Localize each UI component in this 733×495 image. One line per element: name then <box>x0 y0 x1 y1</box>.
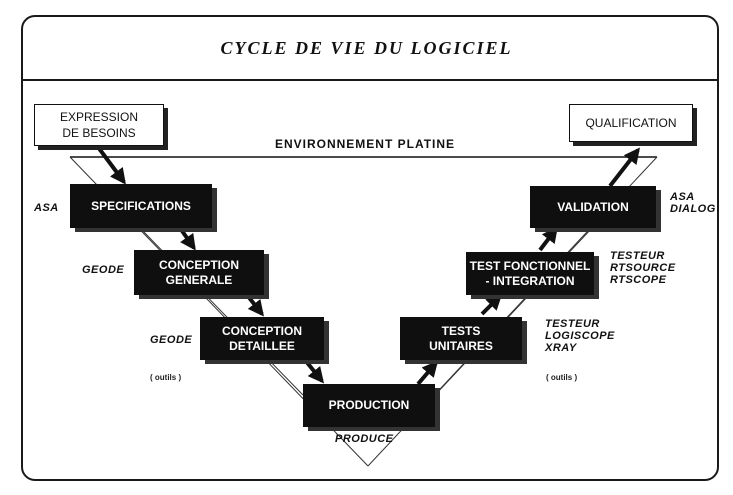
arrow-production-to-tests-unitaires <box>416 360 439 386</box>
specifications-box: SPECIFICATIONS <box>70 184 212 228</box>
tool-label-conception-detaillee: GEODE <box>150 334 193 346</box>
outils-label-left: ( outils ) <box>150 373 182 382</box>
diagram-frame <box>21 15 719 481</box>
tool-label-production: PRODUCE <box>335 433 394 445</box>
arrow-specifications-to-conception-generale <box>178 226 196 251</box>
tests-unitaires-box: TESTS UNITAIRES <box>400 317 522 360</box>
arrow-validation-to-qualification <box>608 147 640 188</box>
title-divider <box>21 79 719 81</box>
test-fonctionnel-box: TEST FONCTIONNEL - INTEGRATION <box>466 252 594 295</box>
arrow-expression-to-specifications <box>93 141 126 185</box>
arrow-tests-unitaires-to-test-fonctionnel <box>480 293 503 316</box>
conception-detaillee-box: CONCEPTION DETAILLEE <box>200 317 324 360</box>
tool-label-conception-generale: GEODE <box>82 264 125 276</box>
arrow-conception-generale-to-detaillee <box>245 293 264 317</box>
tool-label-validation: ASA DIALOG <box>670 191 716 215</box>
validation-box: VALIDATION <box>530 186 656 228</box>
production-box: PRODUCTION <box>303 384 435 427</box>
qualification-box: QUALIFICATION <box>569 104 693 142</box>
arrow-conception-detaillee-to-production <box>303 358 325 384</box>
tool-label-tests-unitaires: TESTEUR LOGISCOPE XRAY <box>545 318 615 354</box>
conception-generale-box: CONCEPTION GENERALE <box>134 250 264 295</box>
outils-label-right: ( outils ) <box>546 373 578 382</box>
arrow-test-fonctionnel-to-validation <box>538 226 558 252</box>
environment-label: ENVIRONNEMENT PLATINE <box>274 137 456 151</box>
tool-label-specifications: ASA <box>34 202 59 214</box>
diagram-title: CYCLE DE VIE DU LOGICIEL <box>220 38 513 58</box>
expression-de-besoins-box: EXPRESSION DE BESOINS <box>34 104 164 146</box>
tool-label-test-fonctionnel: TESTEUR RTSOURCE RTSCOPE <box>610 250 676 286</box>
